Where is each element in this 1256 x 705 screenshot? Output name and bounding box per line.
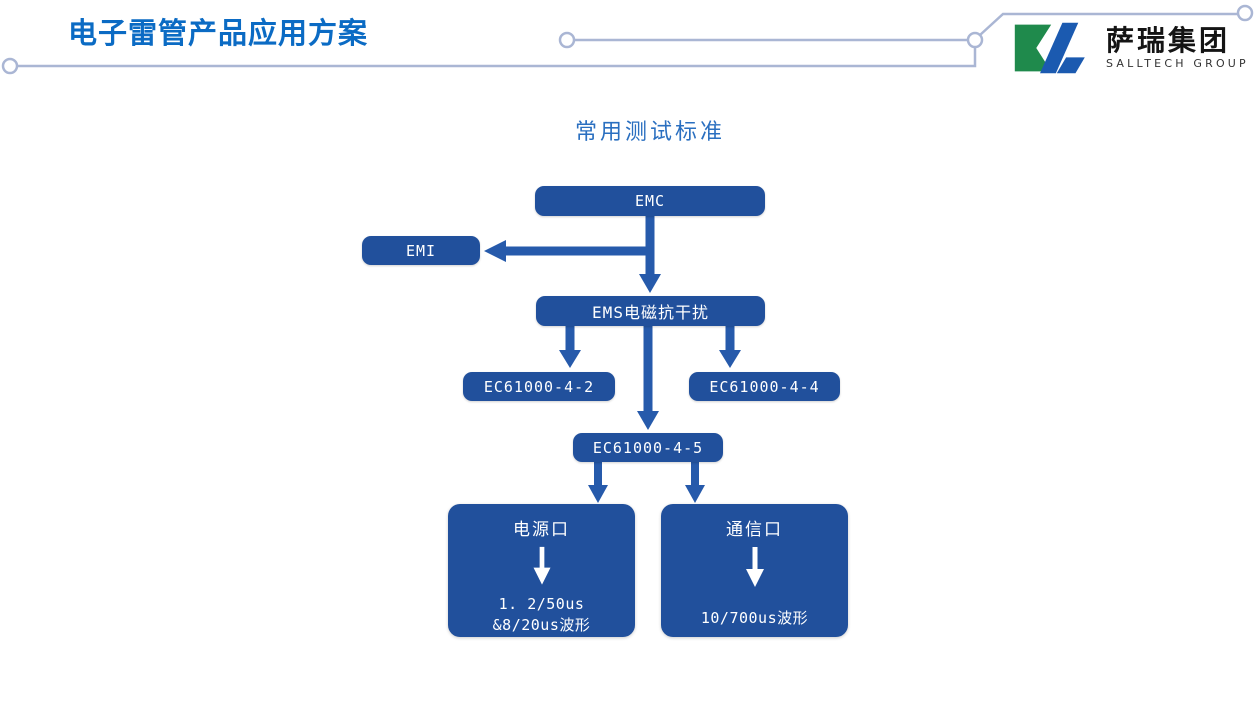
logo-mark-icon bbox=[1014, 22, 1085, 74]
node-power-port: 电源口 1. 2/50us &8/20us波形 bbox=[448, 504, 635, 637]
decoration-wire bbox=[18, 40, 977, 68]
decoration-dot bbox=[558, 31, 576, 49]
power-port-waveform: 1. 2/50us &8/20us波形 bbox=[493, 594, 591, 638]
arrowhead-icon bbox=[588, 485, 608, 503]
node-emc: EMC bbox=[535, 186, 765, 216]
waveform-line: &8/20us波形 bbox=[492, 616, 591, 635]
arrowhead-icon bbox=[639, 274, 661, 293]
logo-subtitle: SALLTECH GROUP bbox=[1106, 57, 1249, 71]
down-arrow-icon bbox=[745, 547, 764, 587]
node-comm-port: 通信口 10/700us波形 bbox=[661, 504, 848, 637]
comm-port-waveform: 10/700us波形 bbox=[701, 608, 808, 630]
power-port-label: 电源口 bbox=[513, 520, 570, 540]
node-emi: EMI bbox=[362, 236, 480, 265]
diagram-title: 常用测试标准 bbox=[574, 120, 725, 145]
node-ec61000-4-4: EC61000-4-4 bbox=[689, 372, 840, 401]
decoration-dot bbox=[1, 57, 19, 75]
header-decoration-lines bbox=[1, 4, 1254, 75]
decoration-wire bbox=[979, 12, 1238, 36]
comm-port-label: 通信口 bbox=[726, 520, 783, 540]
node-ems: EMS电磁抗干扰 bbox=[536, 296, 765, 326]
node-ec61000-4-5: EC61000-4-5 bbox=[573, 433, 723, 462]
arrowhead-icon bbox=[484, 240, 506, 262]
decoration-dot bbox=[1236, 4, 1254, 22]
logo-text: 萨瑞集团 SALLTECH GROUP bbox=[1106, 23, 1249, 71]
slide-title: 电子雷管产品应用方案 bbox=[68, 16, 369, 50]
logo-name: 萨瑞集团 bbox=[1106, 23, 1231, 57]
arrowhead-icon bbox=[559, 350, 581, 368]
down-arrow-icon bbox=[533, 546, 550, 585]
waveform-line: 1. 2/50us bbox=[498, 594, 585, 613]
decoration-dot bbox=[966, 31, 984, 49]
arrowhead-icon bbox=[685, 485, 705, 503]
arrowhead-icon bbox=[637, 411, 659, 430]
company-logo: 萨瑞集团 SALLTECH GROUP bbox=[1012, 20, 1249, 76]
arrowhead-icon bbox=[719, 350, 741, 368]
waveform-line: 10/700us波形 bbox=[700, 609, 809, 627]
node-ec61000-4-2: EC61000-4-2 bbox=[463, 372, 615, 401]
